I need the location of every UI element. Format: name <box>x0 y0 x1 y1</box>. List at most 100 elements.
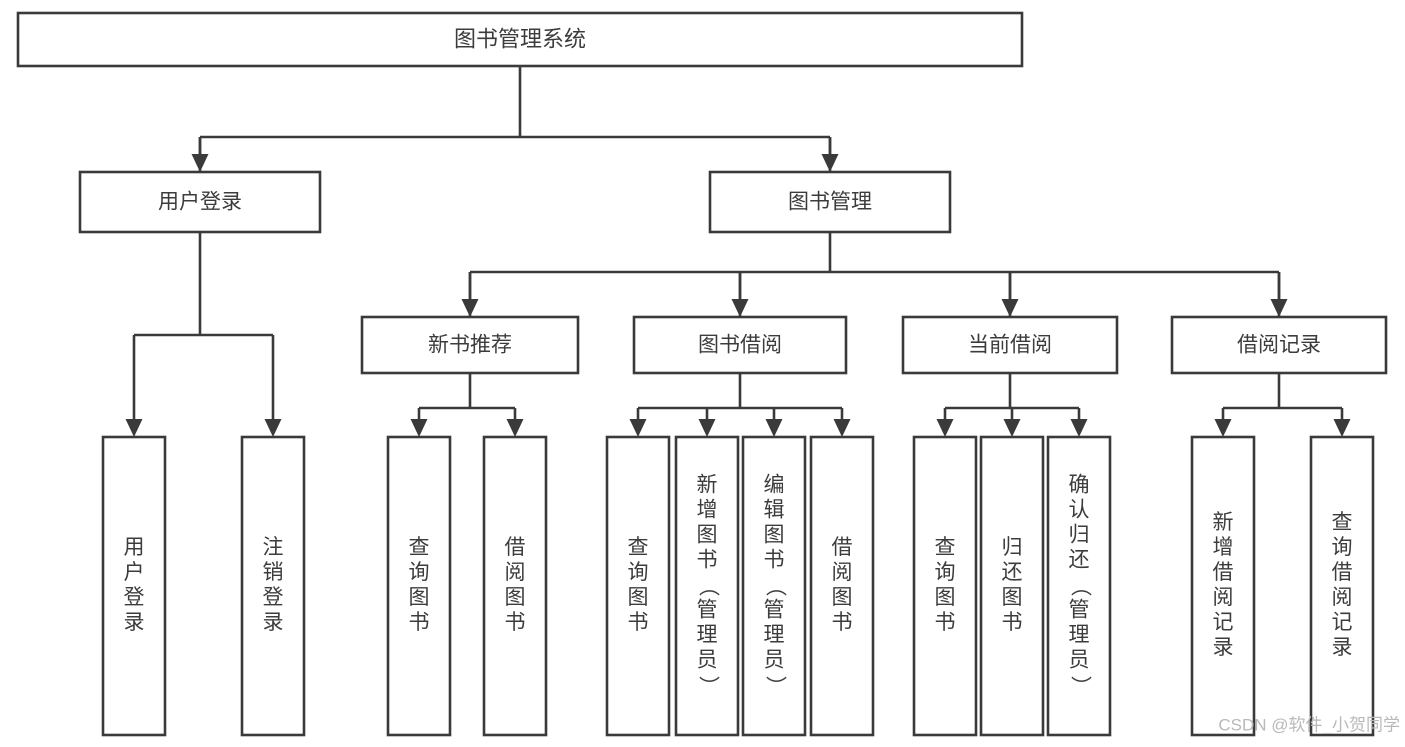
svg-text:用: 用 <box>124 536 145 559</box>
arrow-to-book-management <box>821 137 839 172</box>
svg-text:确: 确 <box>1069 474 1090 497</box>
svg-text:查: 查 <box>935 536 956 559</box>
svg-text:阅: 阅 <box>1332 586 1353 609</box>
arrow-to-current-borrow <box>1001 272 1019 317</box>
node-box-book-management <box>708 170 952 234</box>
node-root[interactable]: 图书管理系统 <box>16 11 1024 68</box>
arrow-to-leaf-user-logout <box>264 335 282 437</box>
svg-text:询: 询 <box>409 561 430 584</box>
svg-text:书: 书 <box>764 549 785 572</box>
connector-layer <box>125 66 1351 437</box>
svg-text:询: 询 <box>628 561 649 584</box>
arrow-to-leaf-user-login <box>125 335 143 437</box>
svg-text:记: 记 <box>1332 611 1353 634</box>
svg-text:新: 新 <box>697 474 718 497</box>
arrow-to-leaf-query-borrow-record <box>1333 408 1351 437</box>
svg-text:查: 查 <box>628 536 649 559</box>
arrow-to-user-login <box>191 137 209 172</box>
svg-text:图: 图 <box>935 586 956 609</box>
svg-text:管: 管 <box>764 599 785 622</box>
svg-text:录: 录 <box>1332 636 1353 659</box>
arrow-to-leaf-add-book <box>698 408 716 437</box>
svg-text:书: 书 <box>628 611 649 634</box>
svg-text:登: 登 <box>124 586 145 609</box>
svg-text:（: （ <box>763 576 786 597</box>
svg-text:理: 理 <box>764 624 785 647</box>
svg-text:理: 理 <box>697 624 718 647</box>
node-box-leaf-confirm-return <box>1046 435 1112 737</box>
svg-text:编: 编 <box>764 474 785 497</box>
node-user-login[interactable]: 用户登录 <box>78 170 322 234</box>
node-current-borrow[interactable]: 当前借阅 <box>901 315 1119 375</box>
node-box-leaf-query-book-rec <box>386 435 452 737</box>
svg-text:理: 理 <box>1069 624 1090 647</box>
arrow-to-leaf-confirm-return <box>1070 408 1088 437</box>
node-box-user-login <box>78 170 322 234</box>
svg-text:录: 录 <box>263 611 284 634</box>
svg-text:借: 借 <box>505 536 526 559</box>
node-label-book-borrow: 图书借阅 <box>698 334 782 357</box>
svg-text:管: 管 <box>1069 599 1090 622</box>
arrow-to-leaf-edit-book <box>765 408 783 437</box>
svg-text:归: 归 <box>1002 536 1023 559</box>
node-book-borrow[interactable]: 图书借阅 <box>632 315 848 375</box>
node-box-root <box>16 11 1024 68</box>
node-borrow-record[interactable]: 借阅记录 <box>1170 315 1388 375</box>
svg-text:图: 图 <box>628 586 649 609</box>
svg-text:户: 户 <box>124 561 145 584</box>
svg-text:（: （ <box>1068 576 1091 597</box>
node-label-borrow-record: 借阅记录 <box>1237 334 1321 357</box>
arrow-to-new-book-recommend <box>461 272 479 317</box>
node-label-leaf-user-login: 用户登录 <box>124 536 145 634</box>
node-box-book-borrow <box>632 315 848 375</box>
svg-text:）: ） <box>1068 676 1091 697</box>
svg-text:图: 图 <box>832 586 853 609</box>
svg-text:增: 增 <box>697 499 718 522</box>
svg-text:书: 书 <box>697 549 718 572</box>
svg-text:图: 图 <box>1002 586 1023 609</box>
node-label-root: 图书管理系统 <box>454 26 586 51</box>
node-book-management[interactable]: 图书管理 <box>708 170 952 234</box>
svg-text:）: ） <box>763 676 786 697</box>
svg-text:书: 书 <box>409 611 430 634</box>
arrow-to-leaf-borrow-book-rec <box>506 408 524 437</box>
node-label-current-borrow: 当前借阅 <box>968 334 1052 357</box>
csdn-watermark: CSDN @软件_小贺同学 <box>1218 715 1400 734</box>
node-leaf-user-login[interactable]: 用户登录 <box>101 435 167 737</box>
svg-text:录: 录 <box>1213 636 1234 659</box>
svg-text:归: 归 <box>1069 524 1090 547</box>
svg-text:借: 借 <box>832 536 853 559</box>
node-new-book-recommend[interactable]: 新书推荐 <box>360 315 580 375</box>
svg-text:查: 查 <box>1332 511 1353 534</box>
svg-text:销: 销 <box>263 561 284 584</box>
arrow-to-leaf-add-borrow-record <box>1214 408 1232 437</box>
node-box-leaf-user-logout <box>240 435 306 737</box>
svg-text:查: 查 <box>409 536 430 559</box>
svg-text:还: 还 <box>1002 561 1023 584</box>
arrow-to-borrow-record <box>1270 272 1288 317</box>
svg-text:阅: 阅 <box>505 561 526 584</box>
node-label-book-management: 图书管理 <box>788 191 872 214</box>
svg-text:书: 书 <box>505 611 526 634</box>
